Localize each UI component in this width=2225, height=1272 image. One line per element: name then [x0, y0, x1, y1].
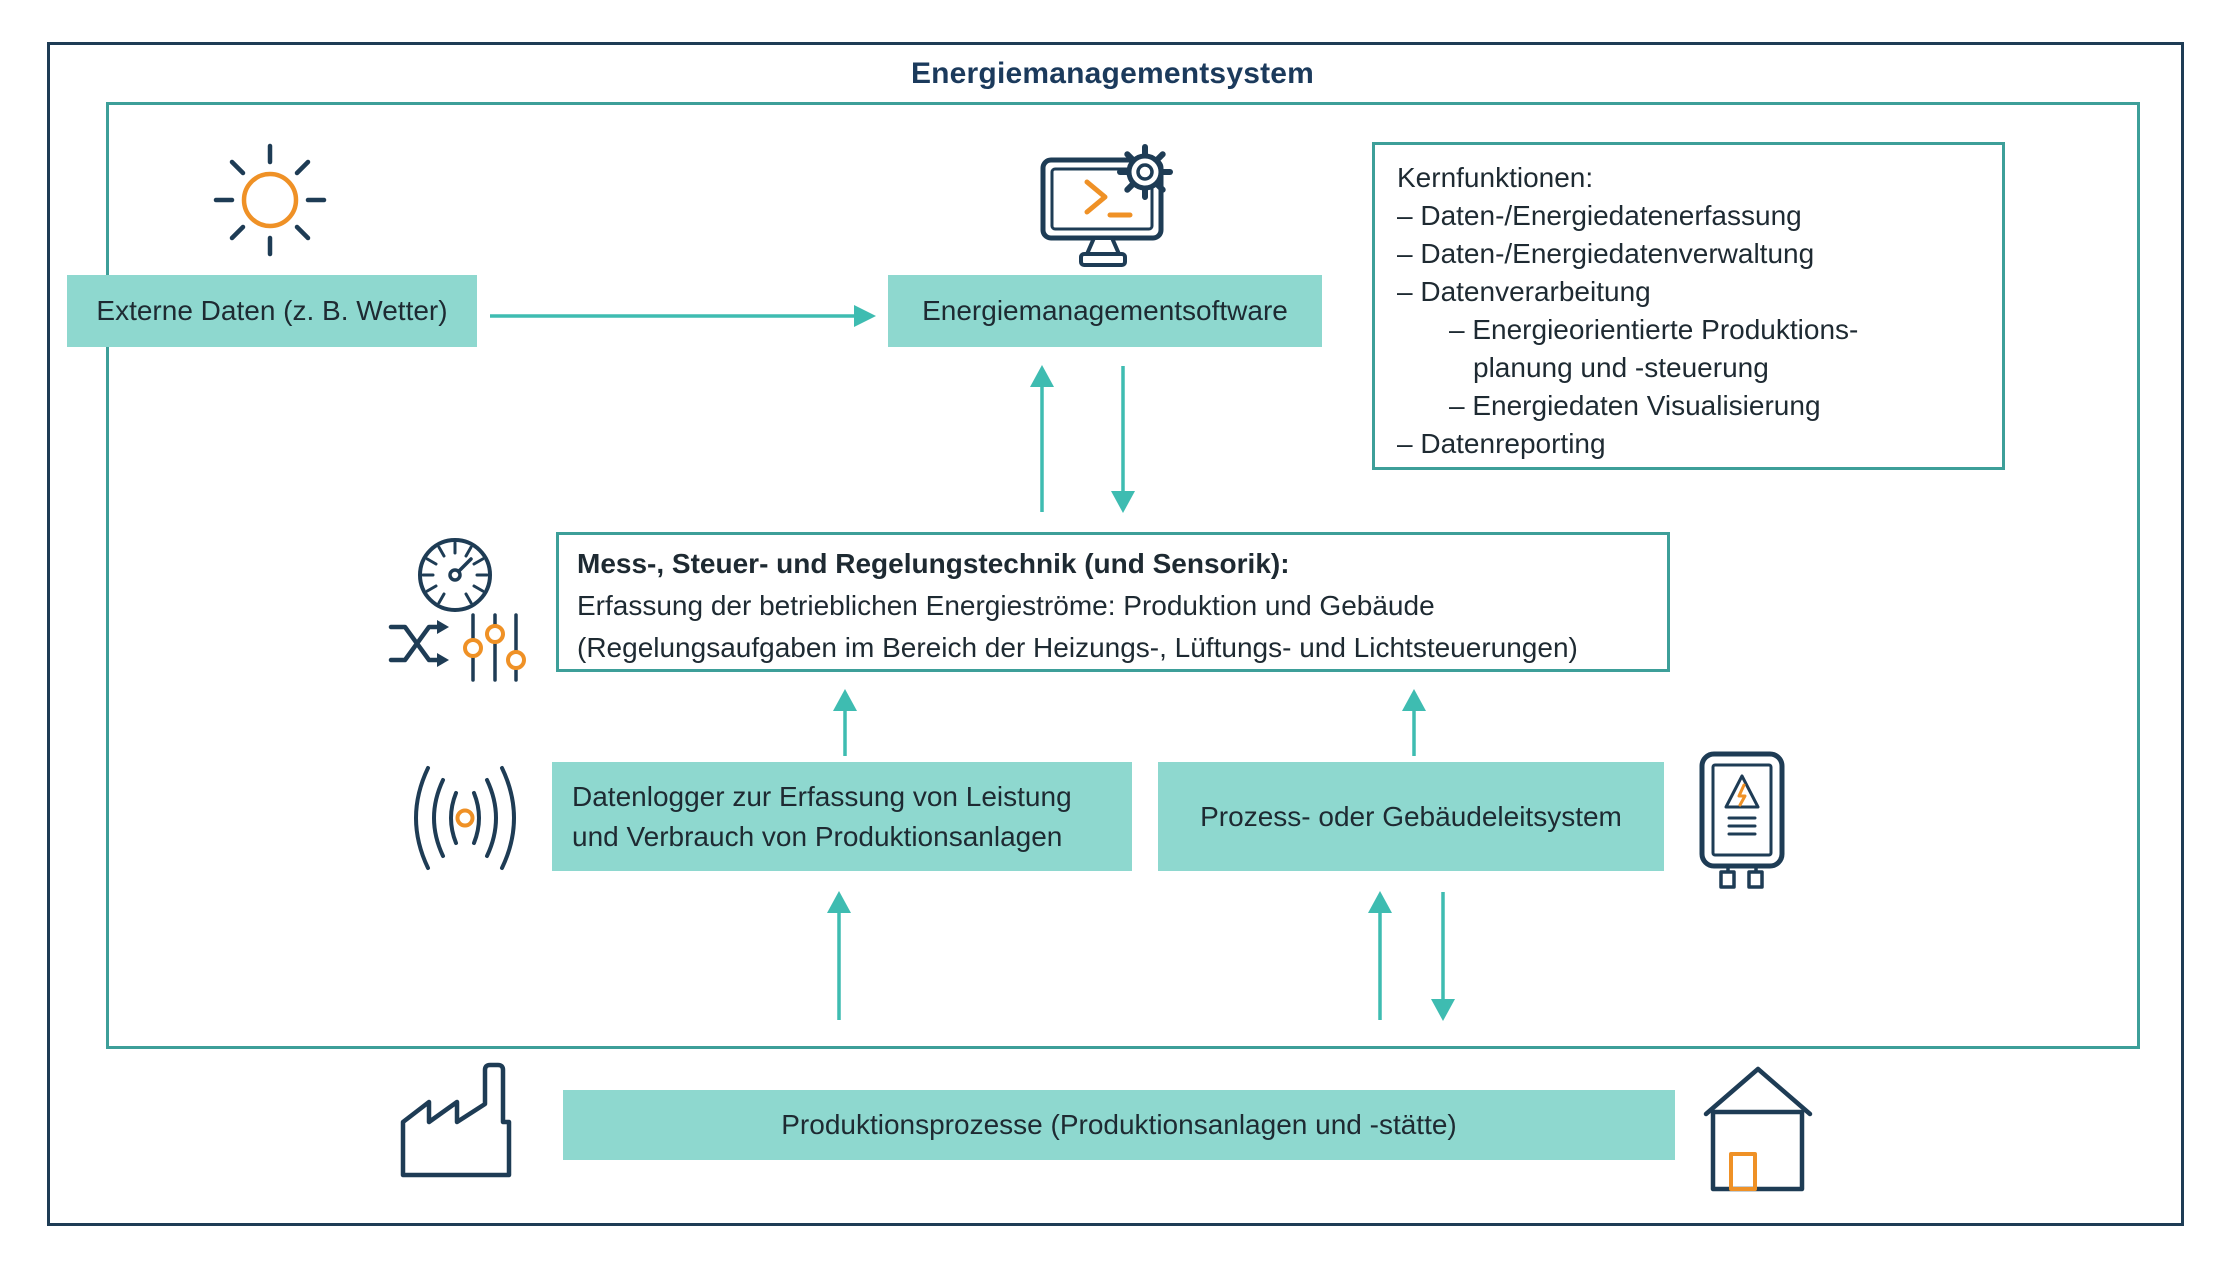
kernfunktionen-heading: Kernfunktionen: — [1397, 162, 1594, 193]
arrow-software-to-msr — [1111, 366, 1135, 513]
node-datenlogger-line: und Verbrauch von Produktionsanlagen — [572, 820, 1063, 852]
node-datenlogger-line: Datenlogger zur Erfassung von Leistung — [572, 780, 1072, 812]
node-produktion-label: Produktionsprozesse (Produktionsanlagen … — [781, 1109, 1457, 1140]
node-software: Energiemanagementsoftware — [888, 275, 1322, 347]
gauge-icon — [418, 538, 492, 612]
kernfunktionen-item: – Daten-/Energiedatenerfassung — [1397, 200, 1802, 231]
node-leitsystem: Prozess- oder Gebäudeleitsystem — [1158, 762, 1664, 871]
node-msr: Mess-, Steuer- und Regelungstechnik (und… — [556, 532, 1670, 672]
node-software-label: Energiemanagementsoftware — [922, 295, 1288, 326]
msr-icon-group — [388, 538, 526, 682]
kernfunktionen-subitem-cont: planung und -steuerung — [1473, 352, 1769, 383]
electric-meter-icon — [1699, 751, 1785, 889]
msr-line: Erfassung der betrieblichen Energieström… — [577, 590, 1435, 621]
monitor-terminal-gear-icon — [1040, 144, 1173, 267]
arrow-datenlogger-to-msr — [833, 689, 857, 756]
arrow-produktion-to-leitsystem — [1368, 891, 1392, 1020]
diagram-title: Energiemanagementsystem — [910, 57, 1315, 90]
arrow-produktion-to-datenlogger — [827, 891, 851, 1020]
node-leitsystem-label: Prozess- oder Gebäudeleitsystem — [1200, 800, 1622, 832]
arrow-msr-to-software — [1030, 365, 1054, 512]
node-produktion: Produktionsprozesse (Produktionsanlagen … — [563, 1090, 1675, 1160]
msr-line: (Regelungsaufgaben im Bereich der Heizun… — [577, 632, 1578, 663]
outer-frame — [47, 42, 2184, 1226]
sliders-icon — [463, 613, 526, 682]
arrow-leitsystem-to-produktion — [1431, 892, 1455, 1021]
kernfunktionen-item: – Datenreporting — [1397, 428, 1606, 459]
node-externe-daten-label: Externe Daten (z. B. Wetter) — [96, 295, 448, 326]
arrow-externe-to-software — [490, 305, 876, 327]
factory-icon — [400, 1062, 512, 1178]
node-datenlogger: Datenlogger zur Erfassung von Leistung u… — [552, 762, 1132, 871]
node-kernfunktionen: Kernfunktionen: – Daten-/Energiedatenerf… — [1372, 142, 2005, 470]
msr-title: Mess-, Steuer- und Regelungstechnik (und… — [577, 548, 1290, 579]
arrow-leitsystem-to-msr — [1402, 689, 1426, 756]
house-icon — [1703, 1066, 1813, 1192]
node-externe-daten: Externe Daten (z. B. Wetter) — [67, 275, 477, 347]
kernfunktionen-subitem: – Energieorientierte Produktions- — [1449, 314, 1859, 345]
kernfunktionen-item: – Datenverarbeitung — [1397, 276, 1651, 307]
shuffle-arrows-icon — [388, 620, 449, 667]
wireless-signal-icon — [414, 766, 516, 870]
kernfunktionen-item: – Daten-/Energiedatenverwaltung — [1397, 238, 1815, 269]
kernfunktionen-subitem: – Energiedaten Visualisierung — [1449, 390, 1821, 421]
inner-frame — [106, 102, 2140, 1049]
sun-icon — [213, 143, 327, 257]
